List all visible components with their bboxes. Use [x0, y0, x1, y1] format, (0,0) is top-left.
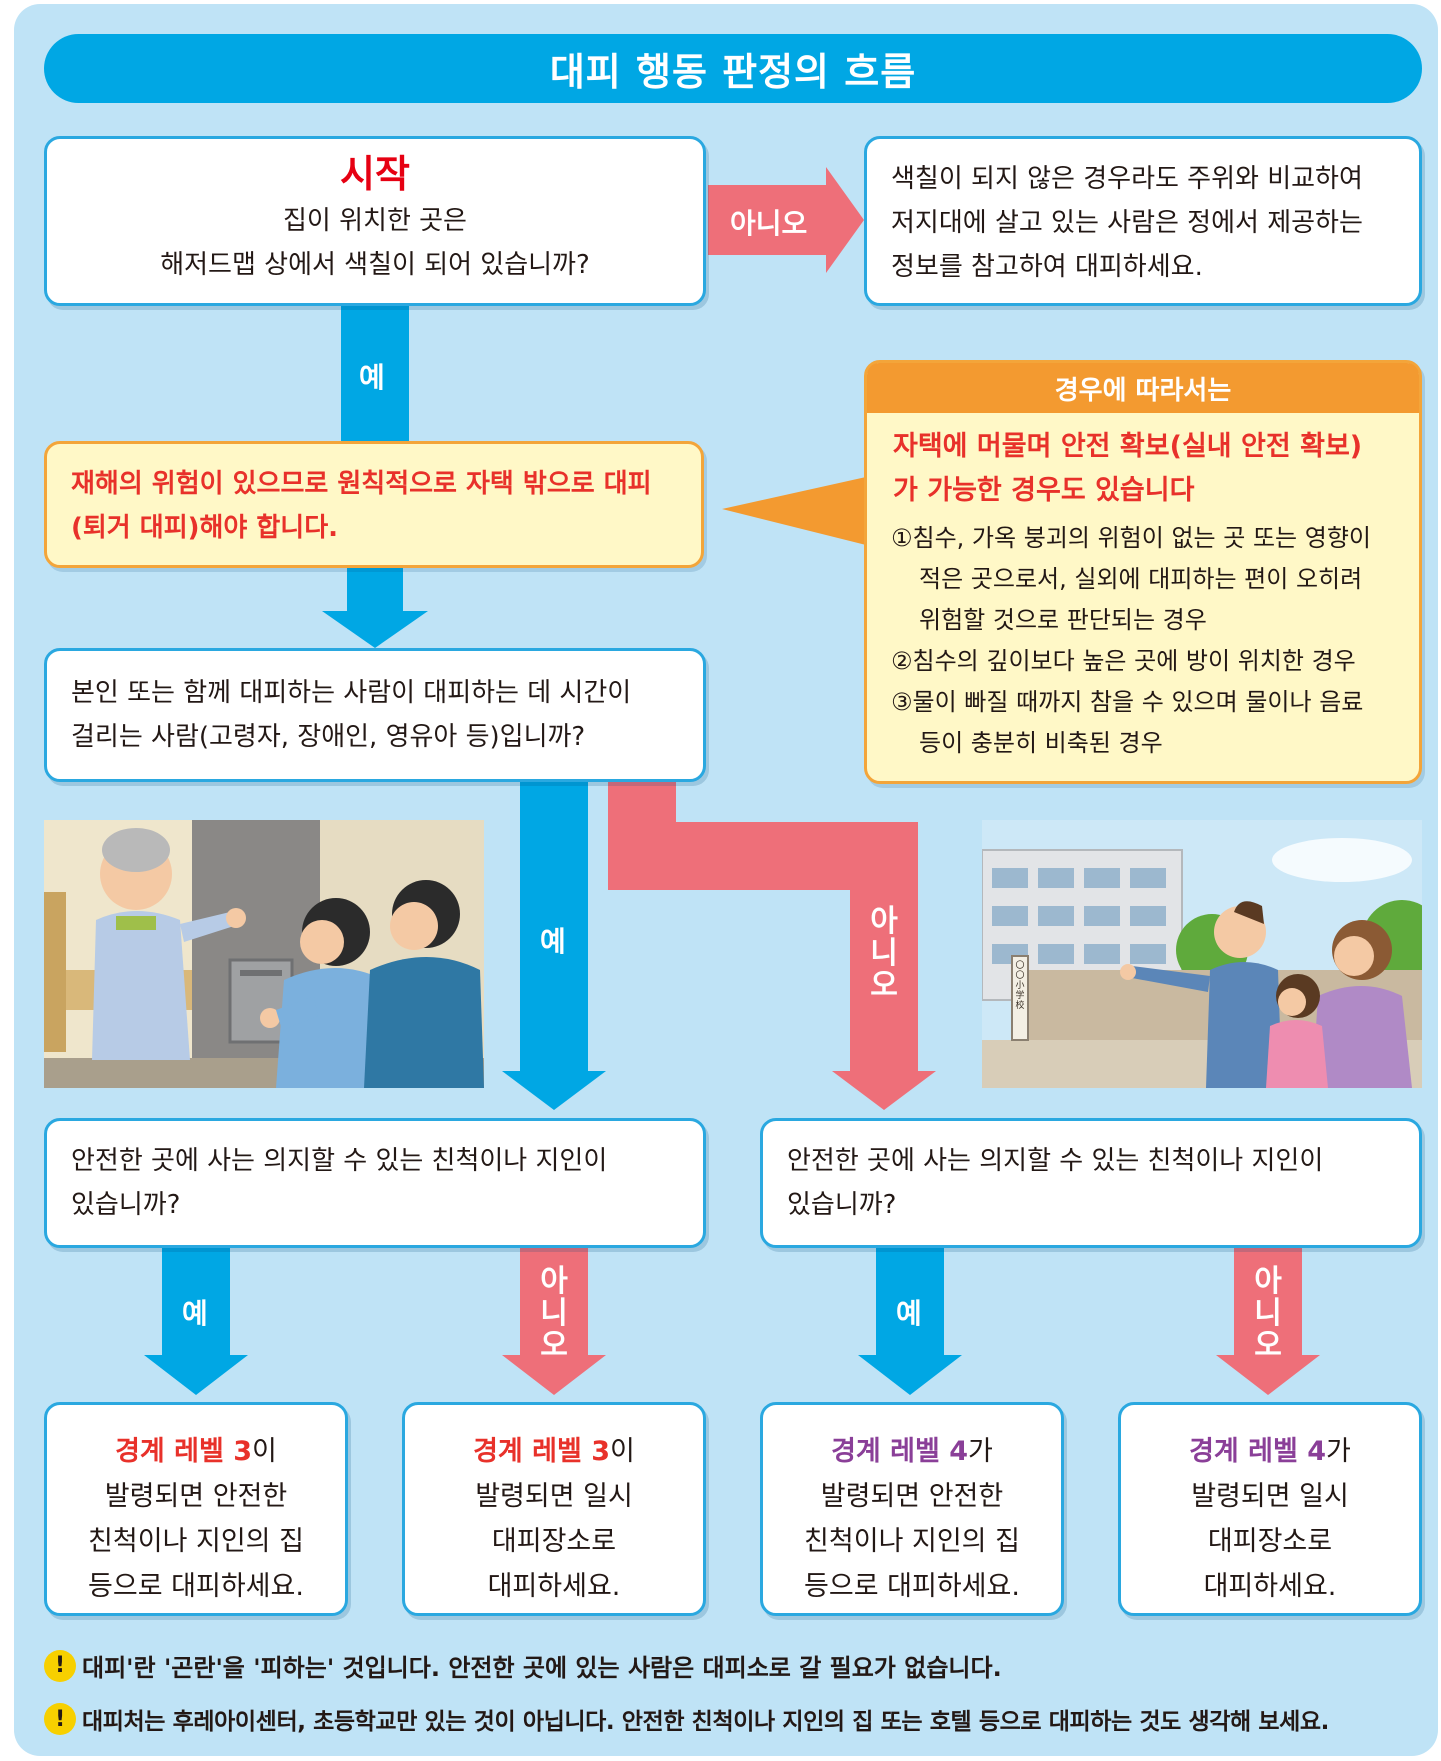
cases-lead-1: 자택에 머물며 안전 확보(실내 안전 확보): [893, 431, 1363, 462]
illustration-family-school: 〇〇小学校: [982, 820, 1422, 1088]
start-box: 시작 집이 위치한 곳은 해저드맵 상에서 색칠이 되어 있습니까?: [44, 136, 706, 306]
case-item-1: ①침수, 가옥 붕괴의 위험이 없는 곳 또는 영향이 적은 곳으로서, 실외에…: [891, 518, 1421, 641]
label-no-vertical-bl: 아 니 오: [534, 1266, 574, 1362]
case-item-1-line-2: 적은 곳으로서, 실외에 대피하는 편이 오히려: [919, 565, 1363, 593]
question-relatives-box-left: 안전한 곳에 사는 의지할 수 있는 친척이나 지인이 있습니까?: [44, 1118, 706, 1248]
arrow-down-2: [322, 568, 428, 648]
start-heading: 시작: [340, 152, 410, 196]
result-4-line-1: 발령되면 일시: [1191, 1481, 1349, 1512]
arrow-no-elbow: [608, 782, 936, 1110]
question-relatives-left-line-1: 안전한 곳에 사는 의지할 수 있는 친척이나 지인이: [71, 1146, 608, 1176]
label-yes-1: 예: [359, 361, 385, 394]
result-4-line-3: 대피하세요.: [1203, 1571, 1337, 1602]
exclamation-icon: !: [44, 1649, 76, 1682]
evacuate-line-2: (퇴거 대피)해야 합니다.: [71, 513, 339, 543]
case-item-3-line-2: 등이 충분히 비축된 경우: [919, 729, 1163, 757]
result-box-4: 경계 레벨 4가 발령되면 일시 대피장소로 대피하세요.: [1118, 1402, 1422, 1616]
not-colored-box: 색칠이 되지 않은 경우라도 주위와 비교하여 저지대에 살고 있는 사람은 정…: [864, 136, 1422, 306]
case-item-2-line-1: ②침수의 깊이보다 높은 곳에 방이 위치한 경우: [891, 647, 1356, 675]
label-no-v1-char-1: 아: [870, 904, 898, 939]
result-3-suffix: 가: [968, 1436, 993, 1467]
exclamation-icon: !: [44, 1703, 76, 1735]
case-item-2: ②침수의 깊이보다 높은 곳에 방이 위치한 경우: [891, 641, 1421, 682]
result-2-line-1: 발령되면 일시: [475, 1481, 633, 1512]
arrow-yes-br: [858, 1248, 962, 1395]
label-yes-2: 예: [540, 925, 566, 958]
case-item-3-line-1: ③물이 빠질 때까지 참을 수 있으며 물이나 음료: [891, 688, 1364, 716]
label-no-bl-char-2: 니: [540, 1296, 568, 1331]
case-item-1-line-1: ①침수, 가옥 붕괴의 위험이 없는 곳 또는 영향이: [891, 524, 1371, 552]
result-1-line-3: 등으로 대피하세요.: [88, 1571, 304, 1602]
result-2-level: 경계 레벨 3: [473, 1436, 611, 1467]
arrow-yes-down-3: [502, 782, 606, 1110]
note-2: ! 대피처는 후레아이센터, 초등학교만 있는 것이 아닙니다. 안전한 친척이…: [44, 1702, 1329, 1736]
page-title: 대피 행동 판정의 흐름: [44, 34, 1422, 103]
result-1-line-1: 발령되면 안전한: [104, 1481, 288, 1512]
question-relatives-box-right: 안전한 곳에 사는 의지할 수 있는 친척이나 지인이 있습니까?: [760, 1118, 1422, 1248]
label-no-vertical-br: 아 니 오: [1248, 1266, 1288, 1362]
label-no-bl-char-3: 오: [540, 1328, 568, 1363]
result-4-level: 경계 레벨 4: [1189, 1436, 1327, 1467]
result-3-line-2: 친척이나 지인의 집: [804, 1526, 1020, 1557]
cases-pointer: [722, 477, 866, 545]
result-2-line-2: 대피장소로: [491, 1526, 617, 1557]
result-2-suffix: 이: [610, 1436, 635, 1467]
start-line-1: 집이 위치한 곳은: [283, 206, 467, 236]
label-no-br-char-3: 오: [1254, 1328, 1282, 1363]
note-1: ! 대피'란 '곤란'을 '피하는' 것입니다. 안전한 곳에 있는 사람은 대…: [44, 1648, 1002, 1683]
start-line-2: 해저드맵 상에서 색칠이 되어 있습니까?: [160, 250, 590, 280]
school-sign: 〇〇小学校: [1015, 961, 1025, 1011]
not-colored-line-2: 저지대에 살고 있는 사람은 정에서 제공하는: [891, 208, 1363, 238]
not-colored-line-3: 정보를 참고하여 대피하세요.: [891, 252, 1203, 282]
result-3-level: 경계 레벨 4: [831, 1436, 969, 1467]
note-1-text: 대피'란 '곤란'을 '피하는' 것입니다. 안전한 곳에 있는 사람은 대피소…: [82, 1654, 1002, 1682]
label-no-bl-char-1: 아: [540, 1264, 568, 1299]
illustration-elderly-neighbors: [44, 820, 484, 1088]
result-3-line-3: 등으로 대피하세요.: [804, 1571, 1020, 1602]
arrow-no-right: [708, 167, 864, 273]
label-yes-bl: 예: [182, 1297, 208, 1330]
question-relatives-right-line-1: 안전한 곳에 사는 의지할 수 있는 친척이나 지인이: [787, 1146, 1324, 1176]
question-time-box: 본인 또는 함께 대피하는 사람이 대피하는 데 시간이 걸리는 사람(고령자,…: [44, 648, 706, 782]
question-time-line-2: 걸리는 사람(고령자, 장애인, 영유아 등)입니까?: [71, 722, 586, 752]
cases-header: 경우에 따라서는: [867, 363, 1419, 413]
question-time-line-1: 본인 또는 함께 대피하는 사람이 대피하는 데 시간이: [71, 678, 632, 708]
question-relatives-left-line-2: 있습니까?: [71, 1190, 181, 1220]
result-4-line-2: 대피장소로: [1207, 1526, 1333, 1557]
label-no-v1-char-3: 오: [870, 968, 898, 1003]
label-no-right: 아니오: [730, 207, 808, 240]
result-2-line-3: 대피하세요.: [487, 1571, 621, 1602]
evacuate-line-1: 재해의 위험이 있으므로 원칙적으로 자택 밖으로 대피: [71, 469, 652, 499]
case-item-3: ③물이 빠질 때까지 참을 수 있으며 물이나 음료 등이 충분히 비축된 경우: [891, 682, 1421, 764]
arrow-no-br: [1216, 1248, 1320, 1395]
label-no-br-char-1: 아: [1254, 1264, 1282, 1299]
cases-lead-2: 가 가능한 경우도 있습니다: [893, 475, 1195, 506]
question-relatives-right-line-2: 있습니까?: [787, 1190, 897, 1220]
result-box-2: 경계 레벨 3이 발령되면 일시 대피장소로 대피하세요.: [402, 1402, 706, 1616]
result-box-3: 경계 레벨 4가 발령되면 안전한 친척이나 지인의 집 등으로 대피하세요.: [760, 1402, 1064, 1616]
label-no-vertical-1: 아 니 오: [864, 906, 904, 1002]
label-no-br-char-2: 니: [1254, 1296, 1282, 1331]
note-2-text: 대피처는 후레아이센터, 초등학교만 있는 것이 아닙니다. 안전한 친척이나 …: [82, 1709, 1330, 1735]
result-1-line-2: 친척이나 지인의 집: [88, 1526, 304, 1557]
label-yes-br: 예: [896, 1297, 922, 1330]
label-no-v1-char-2: 니: [870, 936, 898, 971]
result-1-level: 경계 레벨 3: [115, 1436, 253, 1467]
arrow-no-bl: [502, 1248, 606, 1395]
not-colored-line-1: 색칠이 되지 않은 경우라도 주위와 비교하여: [891, 164, 1363, 194]
evacuate-box: 재해의 위험이 있으므로 원칙적으로 자택 밖으로 대피 (퇴거 대피)해야 합…: [44, 441, 704, 568]
cases-box: 경우에 따라서는 자택에 머물며 안전 확보(실내 안전 확보) 가 가능한 경…: [864, 360, 1422, 784]
arrow-yes-down-1: [341, 306, 409, 442]
result-4-suffix: 가: [1326, 1436, 1351, 1467]
result-3-line-1: 발령되면 안전한: [820, 1481, 1004, 1512]
arrow-yes-bl: [144, 1248, 248, 1395]
result-box-1: 경계 레벨 3이 발령되면 안전한 친척이나 지인의 집 등으로 대피하세요.: [44, 1402, 348, 1616]
result-1-suffix: 이: [252, 1436, 277, 1467]
case-item-1-line-3: 위험할 것으로 판단되는 경우: [919, 606, 1207, 634]
